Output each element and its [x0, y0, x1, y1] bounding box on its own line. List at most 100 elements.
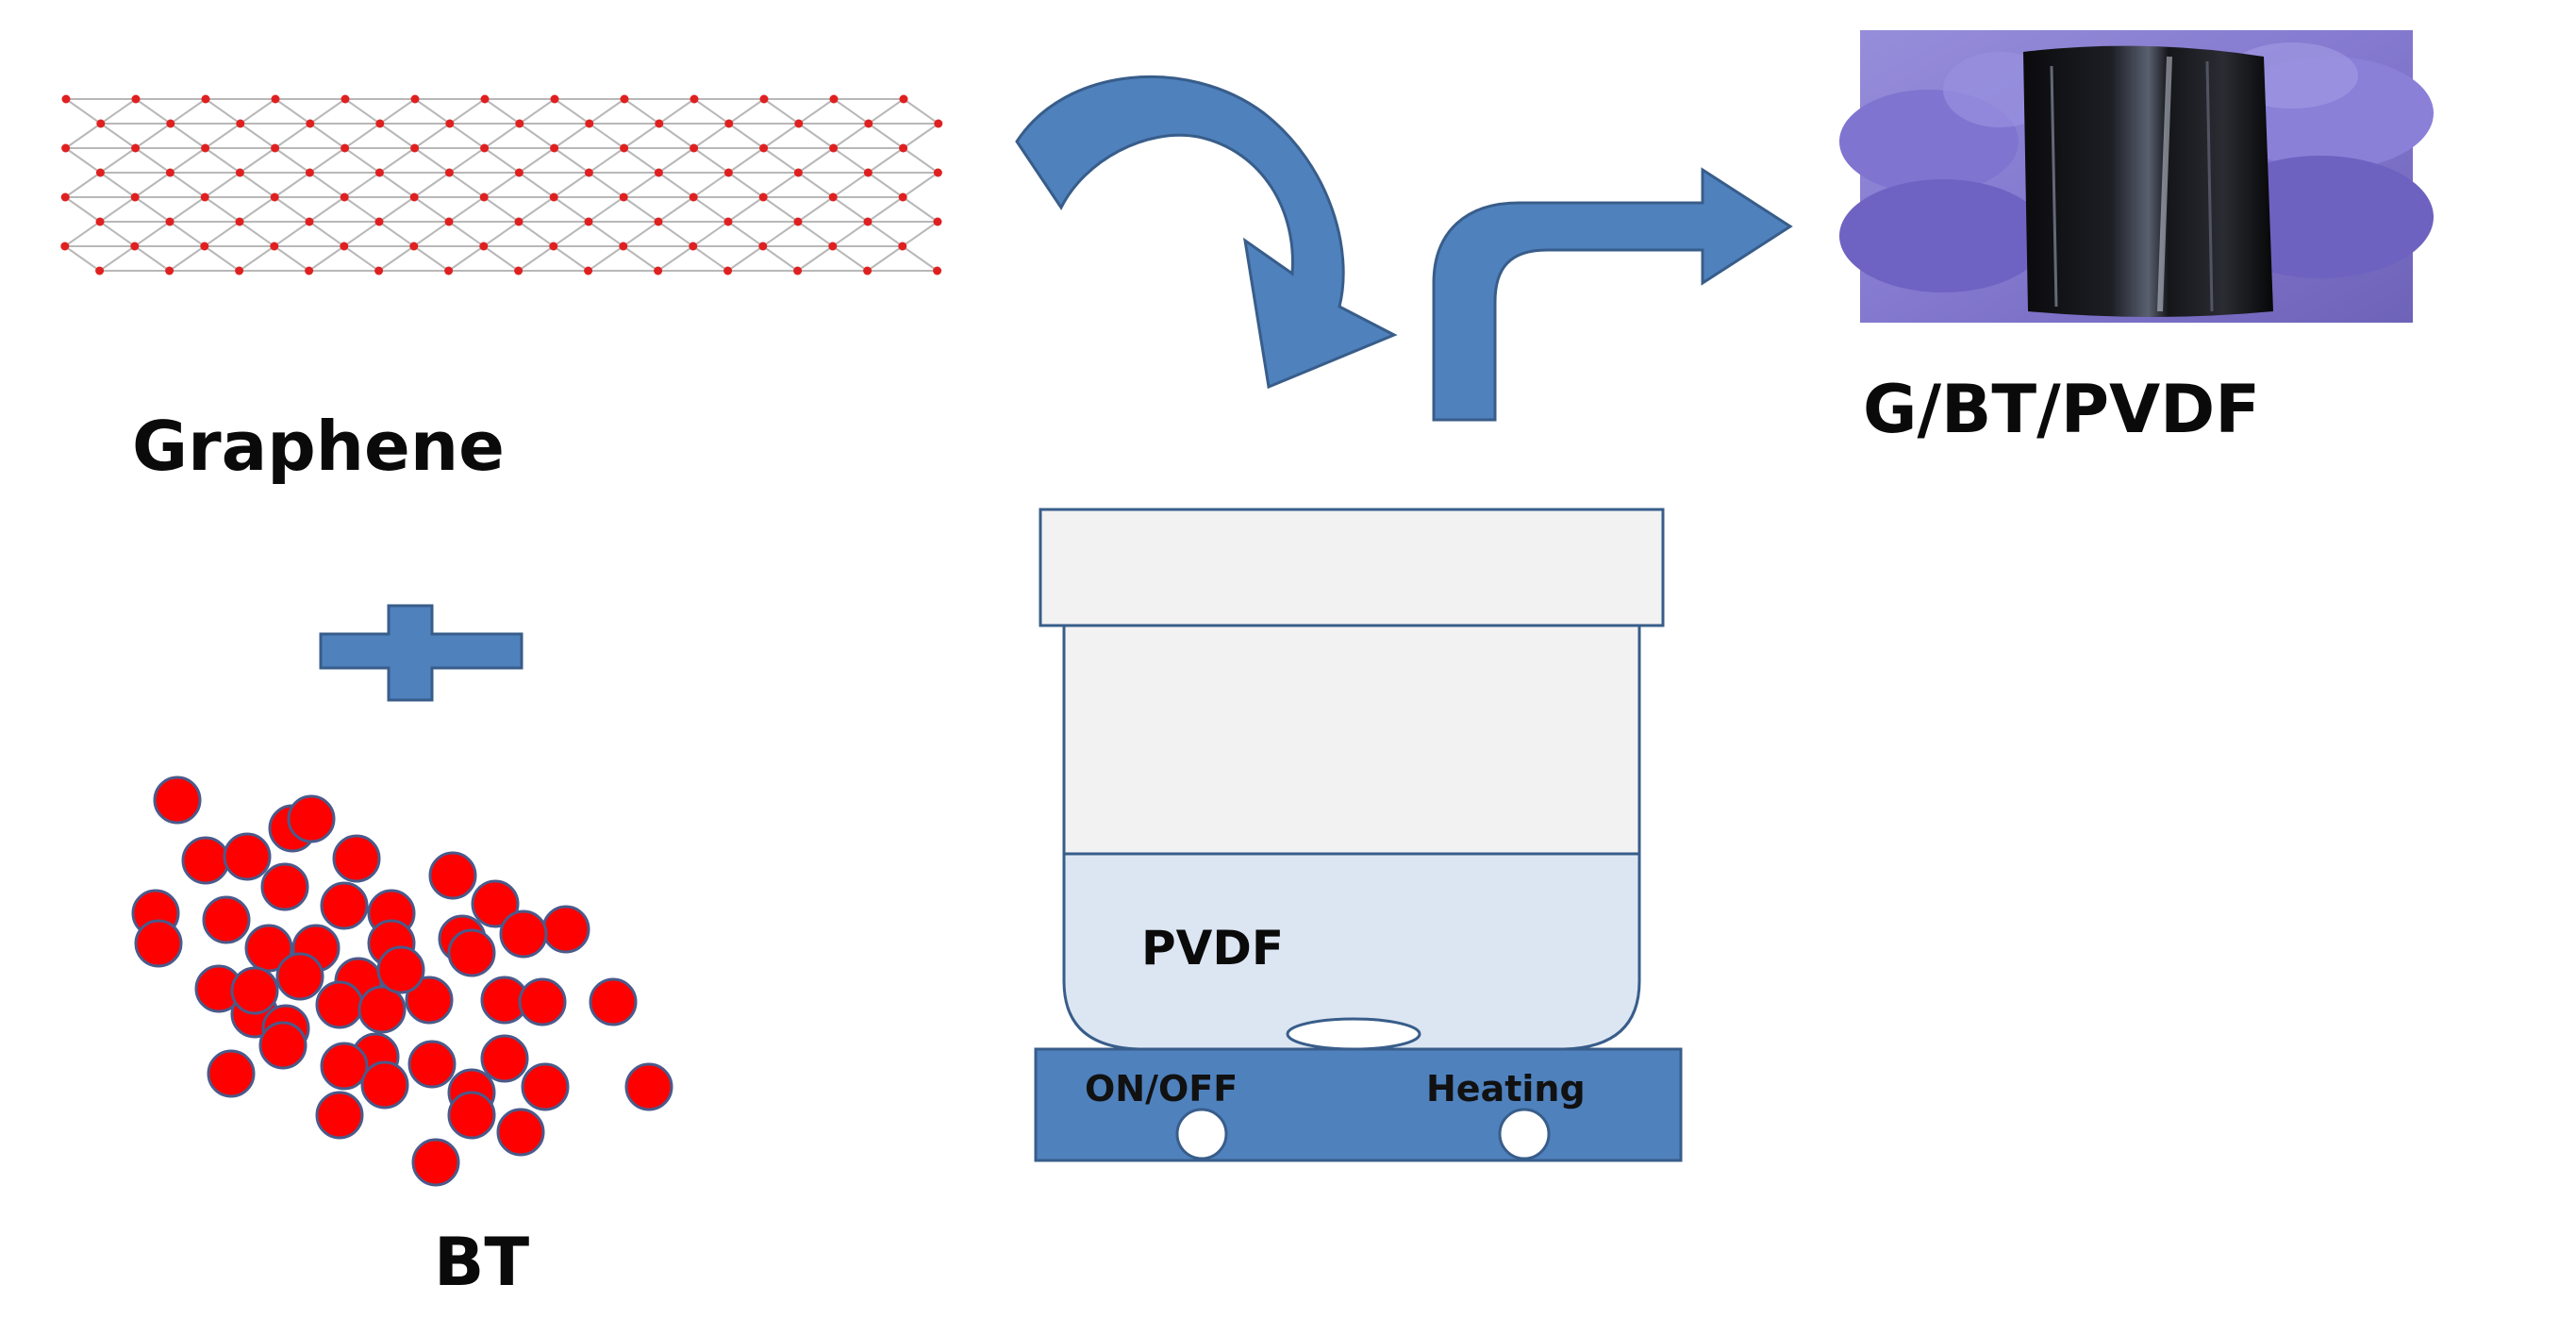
- bt-particle: [447, 1091, 496, 1140]
- lattice-atom: [654, 266, 663, 275]
- lattice-atom: [130, 242, 140, 251]
- lattice-bond: [205, 147, 241, 174]
- bt-particle: [332, 834, 381, 883]
- lattice-bond: [832, 196, 869, 223]
- lattice-bond: [378, 221, 415, 247]
- lattice-bond: [414, 98, 451, 125]
- lattice-bond: [483, 196, 520, 223]
- lattice-bond: [413, 172, 450, 198]
- lattice-bond: [448, 147, 486, 174]
- bt-particle: [471, 879, 520, 928]
- lattice-bond: [763, 98, 800, 125]
- lattice-bond: [867, 147, 905, 174]
- bt-particle: [153, 776, 202, 825]
- lattice-atom: [690, 143, 699, 153]
- bt-particle: [447, 928, 496, 977]
- lattice-bond: [99, 221, 136, 247]
- lattice-bond: [308, 221, 345, 247]
- lattice-bond: [274, 221, 310, 247]
- lattice-bond: [99, 196, 136, 223]
- lattice-bond: [833, 147, 869, 174]
- lattice-atom: [340, 242, 349, 251]
- lattice-bond: [308, 147, 346, 174]
- lattice-atom: [899, 94, 908, 104]
- lattice-atom: [620, 94, 629, 104]
- lattice-atom: [759, 143, 769, 153]
- lattice-bond: [658, 123, 695, 149]
- lattice-atom: [759, 94, 769, 104]
- lattice-bond: [623, 147, 659, 174]
- pvdf-label: PVDF: [1141, 921, 1284, 976]
- lattice-bond: [518, 172, 555, 198]
- lattice-bond: [170, 98, 207, 125]
- lattice-bond: [309, 98, 346, 125]
- lattice-bond: [553, 245, 590, 272]
- lattice-atom: [95, 168, 105, 177]
- lattice-bond: [518, 147, 556, 174]
- lattice-bond: [588, 245, 624, 272]
- lattice-bond: [484, 98, 521, 125]
- lattice-bond: [867, 172, 904, 198]
- lattice-atom: [549, 192, 558, 202]
- lattice-bond: [65, 147, 101, 174]
- lattice-atom: [690, 94, 699, 104]
- lattice-bond: [308, 196, 345, 223]
- lattice-bond: [379, 98, 416, 125]
- lattice-bond: [204, 172, 241, 198]
- lattice-atom: [165, 168, 175, 177]
- lattice-atom: [444, 217, 454, 226]
- lattice-atom: [270, 242, 279, 251]
- lattice-bond: [308, 245, 345, 272]
- lattice-bond: [448, 221, 485, 247]
- lattice-atom: [271, 143, 280, 153]
- lattice-bond: [519, 98, 556, 125]
- lattice-bond: [797, 221, 834, 247]
- lattice-bond: [135, 147, 171, 174]
- lattice-bond: [135, 123, 172, 149]
- composite-label: G/BT/PVDF: [1863, 371, 2260, 448]
- lattice-bond: [239, 245, 275, 272]
- lattice-bond: [99, 147, 137, 174]
- lattice-atom: [654, 217, 663, 226]
- lattice-bond: [868, 98, 905, 125]
- lattice-atom: [374, 217, 384, 226]
- lattice-bond: [692, 221, 729, 247]
- bt-particle: [320, 1042, 369, 1091]
- lattice-bond: [204, 196, 241, 223]
- bt-particle: [287, 794, 336, 843]
- lattice-bond: [483, 172, 520, 198]
- lattice-bond: [518, 221, 555, 247]
- lattice-bond: [449, 123, 486, 149]
- lattice-bond: [99, 245, 136, 272]
- lattice-bond: [204, 221, 241, 247]
- bt-particle: [360, 1060, 409, 1109]
- lattice-atom: [584, 266, 593, 275]
- lattice-bond: [100, 98, 137, 125]
- bt-particle: [407, 1040, 457, 1089]
- bt-particle: [521, 1062, 570, 1111]
- lattice-bond: [903, 147, 939, 174]
- lattice-atom: [619, 192, 628, 202]
- lattice-bond: [903, 98, 939, 125]
- lattice-atom: [654, 168, 663, 177]
- bent-right-arrow-icon: [1432, 167, 1793, 422]
- graphene-lattice: [60, 94, 943, 275]
- lattice-bond: [274, 147, 310, 174]
- film-photo: [1839, 30, 2434, 323]
- lattice-bond: [378, 196, 415, 223]
- lattice-atom: [61, 94, 71, 104]
- lattice-bond: [134, 245, 171, 272]
- lattice-bond: [623, 172, 659, 198]
- lattice-bond: [414, 147, 450, 174]
- lattice-bond: [309, 123, 346, 149]
- lattice-atom: [898, 242, 907, 251]
- lattice-bond: [483, 245, 520, 272]
- lattice-bond: [658, 98, 695, 125]
- lattice-bond: [588, 221, 624, 247]
- lattice-bond: [692, 245, 729, 272]
- lattice-atom: [828, 192, 838, 202]
- lattice-atom: [131, 94, 141, 104]
- lattice-bond: [274, 245, 310, 272]
- lattice-bond: [169, 172, 206, 198]
- lattice-bond: [623, 221, 659, 247]
